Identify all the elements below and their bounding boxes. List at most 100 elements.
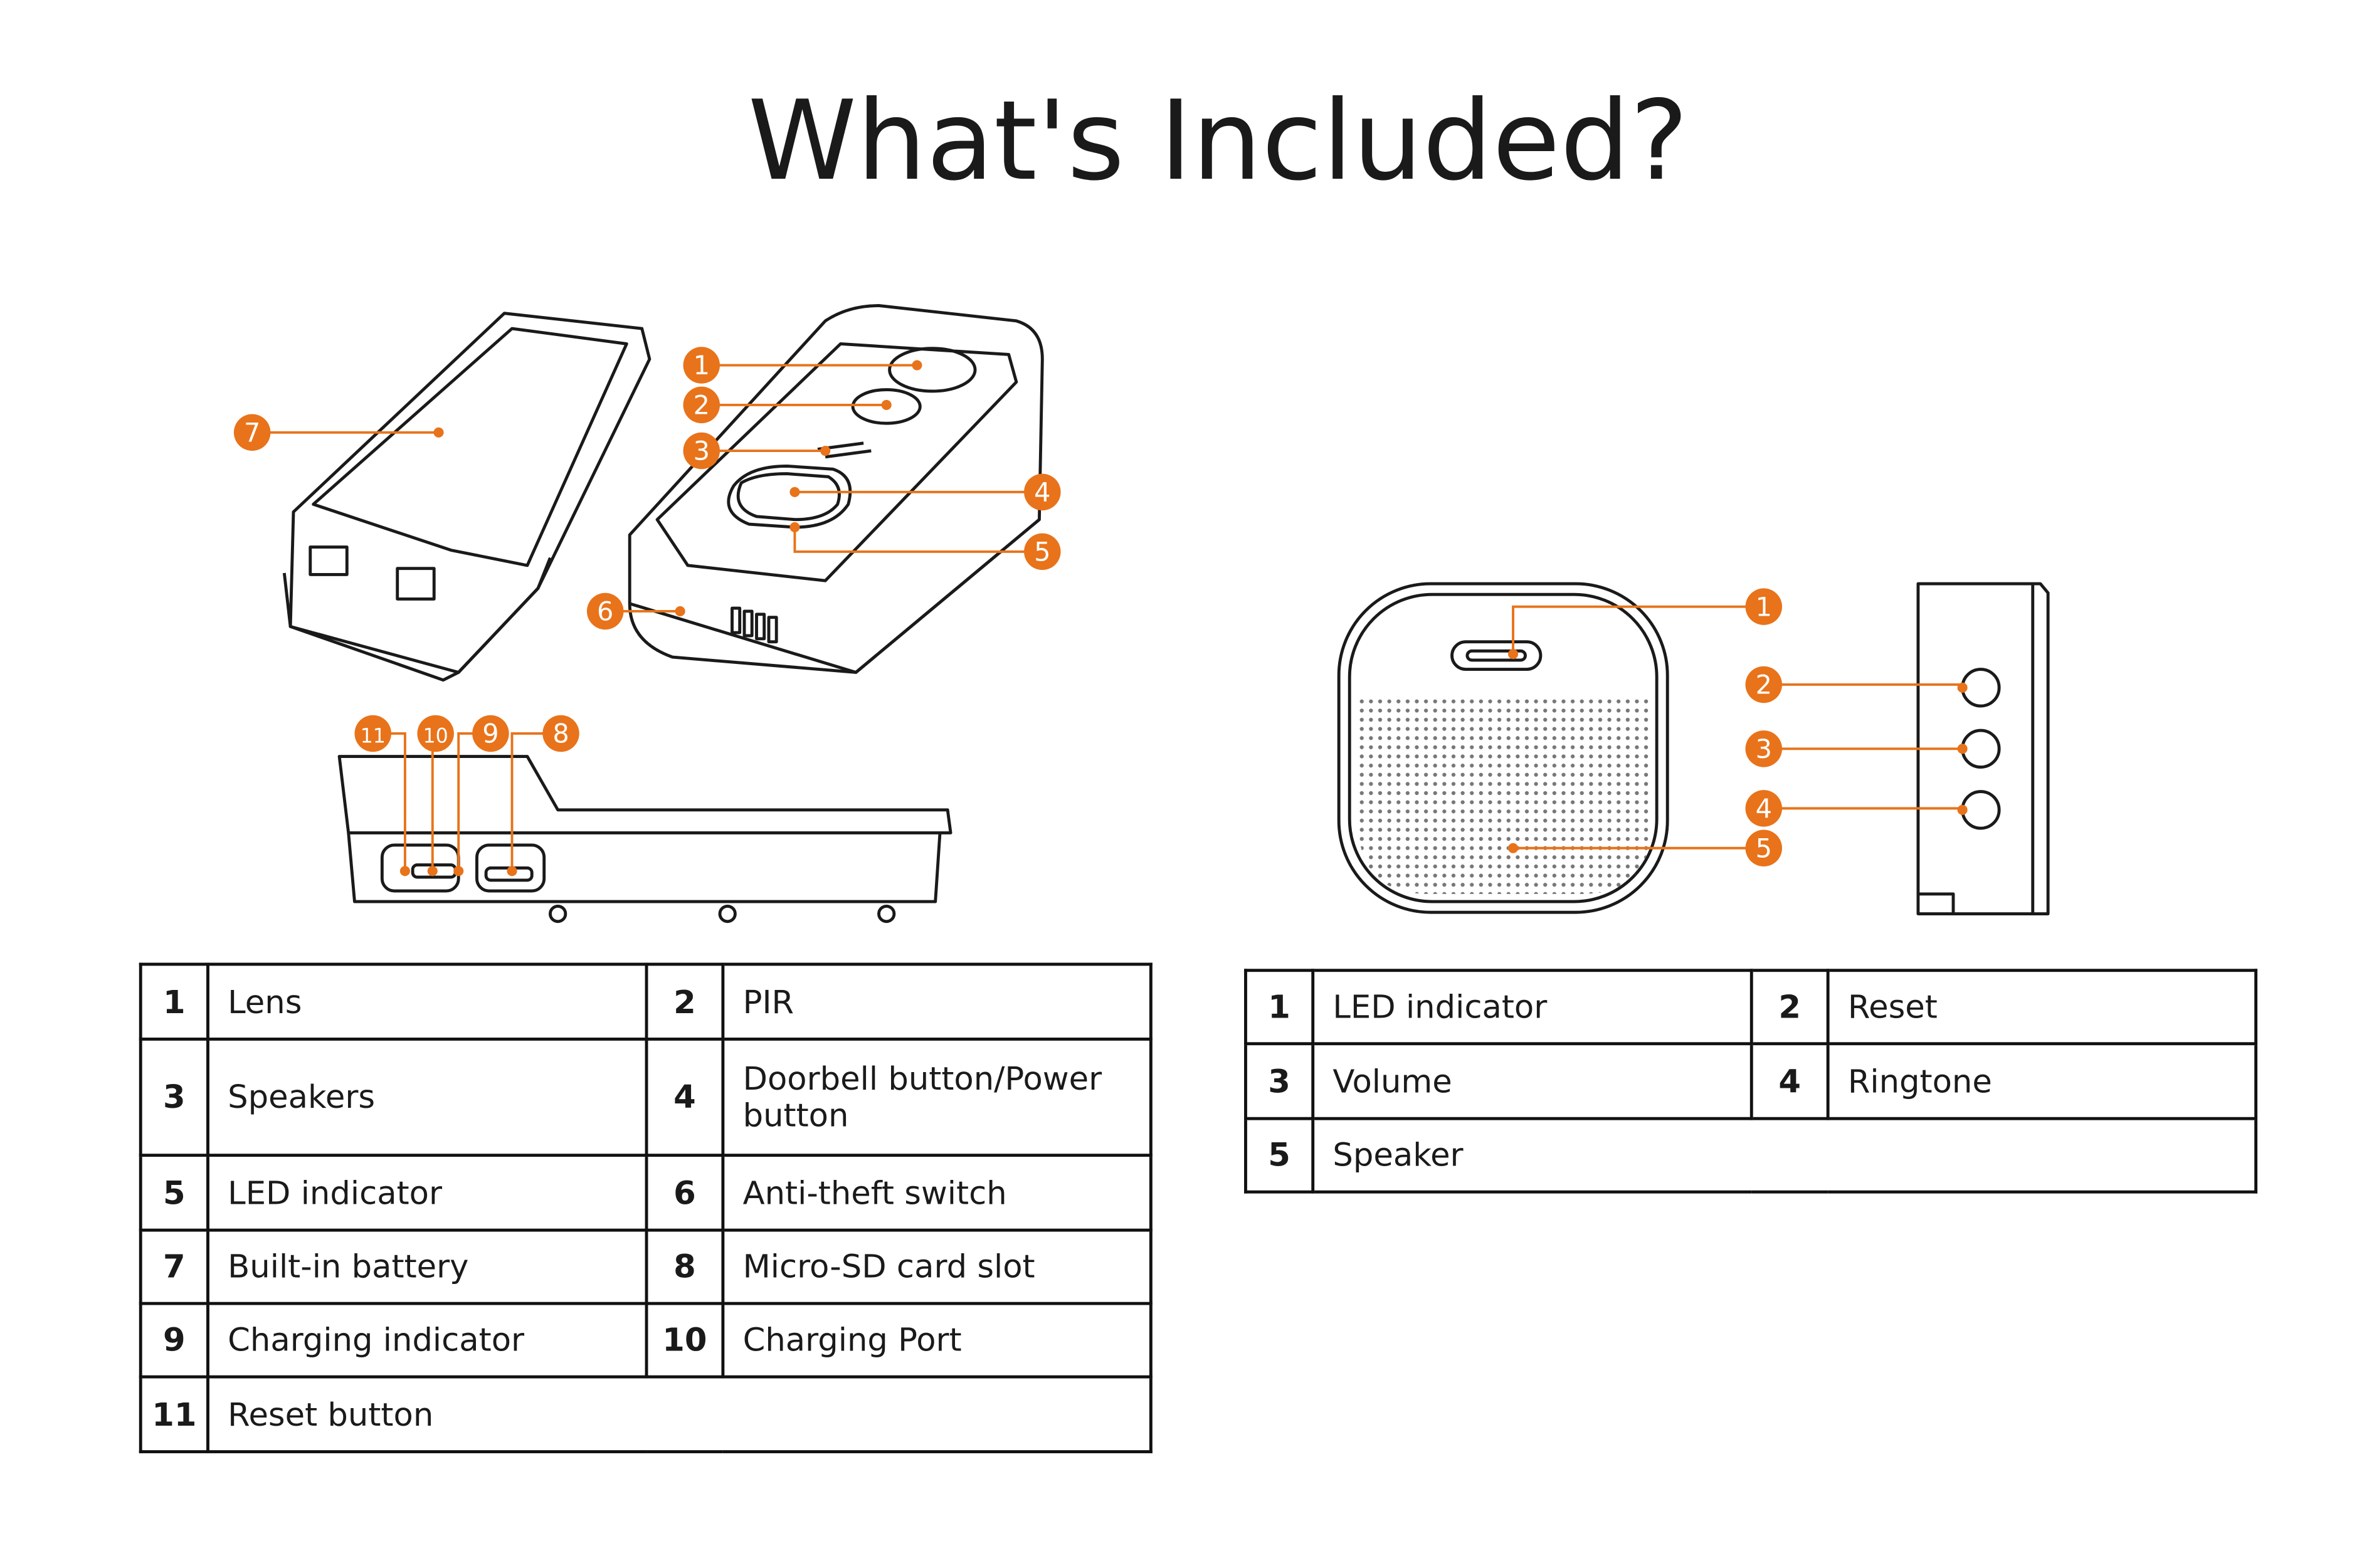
chime-front-illustration <box>1337 582 1669 914</box>
chime-callout-badge <box>1745 829 1783 867</box>
part-label: Speakers <box>206 1037 648 1157</box>
part-number: 4 <box>645 1037 725 1157</box>
part-number: 3 <box>1244 1042 1315 1120</box>
part-label: Speaker <box>1311 1117 2258 1194</box>
doorbell-leader-dot <box>789 487 800 497</box>
doorbell-leader-line <box>793 527 1043 553</box>
part-label: LED indicator <box>206 1154 648 1232</box>
chime-callout-number: 1 <box>1756 592 1772 622</box>
part-label: Volume <box>1311 1042 1753 1120</box>
chime-leader-dot <box>1507 649 1519 660</box>
doorbell-callout-badge <box>233 414 271 451</box>
doorbell-callout-badge <box>1024 533 1061 571</box>
doorbell-leader-dot <box>427 866 438 876</box>
part-number: 9 <box>139 1302 209 1379</box>
doorbell-callout-badge <box>1024 473 1061 511</box>
doorbell-leader-dot <box>433 427 444 438</box>
part-number: 3 <box>139 1037 209 1157</box>
part-number: 11 <box>139 1375 209 1453</box>
doorbell-callout-badge <box>472 715 509 752</box>
part-number: 2 <box>645 962 725 1041</box>
part-label: Doorbell button/Power button <box>721 1037 1153 1157</box>
doorbell-callout-number: 11 <box>361 725 386 748</box>
chime-leader-line <box>1763 683 1964 688</box>
part-number: 7 <box>139 1228 209 1305</box>
doorbell-callout-badge <box>683 386 720 424</box>
doorbell-front-illustration <box>628 304 1044 674</box>
doorbell-callout-number: 3 <box>694 436 710 466</box>
part-number: 1 <box>139 962 209 1041</box>
doorbell-callout-number: 6 <box>597 597 613 627</box>
chime-callout-number: 4 <box>1756 794 1772 824</box>
chime-leader-line <box>1512 605 1764 655</box>
doorbell-leader-dot <box>881 399 892 410</box>
doorbell-callout-badge <box>354 715 391 752</box>
part-label: Built-in battery <box>206 1228 648 1305</box>
doorbell-callout-badge <box>683 347 720 384</box>
doorbell-leader-line <box>431 732 436 871</box>
doorbell-leader-dot <box>820 445 831 456</box>
doorbell-callout-number: 10 <box>423 725 448 748</box>
chime-leader-line <box>1763 807 1964 810</box>
chime-callout-badge <box>1745 666 1783 703</box>
page-title: What's Included? <box>747 76 1689 205</box>
doorbell-leader-dot <box>675 606 685 617</box>
doorbell-callout-badge <box>542 715 579 752</box>
part-label: Charging Port <box>721 1302 1153 1379</box>
doorbell-leader-dot <box>399 866 410 876</box>
doorbell-leader-dot <box>453 866 464 876</box>
part-number: 5 <box>1244 1117 1315 1194</box>
chime-callout-badge <box>1745 730 1783 767</box>
doorbell-leader-line <box>457 732 491 871</box>
doorbell-leader-dot <box>912 360 922 371</box>
part-number: 8 <box>645 1228 725 1305</box>
chime-leader-dot <box>1957 804 1968 815</box>
part-number: 6 <box>645 1154 725 1232</box>
doorbell-callout-number: 7 <box>244 418 260 448</box>
chime-callout-number: 3 <box>1756 734 1772 764</box>
part-label: Reset button <box>206 1375 1153 1453</box>
part-label: LED indicator <box>1311 969 1753 1046</box>
doorbell-callout-number: 2 <box>694 391 710 421</box>
part-label: Reset <box>1826 969 2258 1046</box>
doorbell-leader-dot <box>789 522 800 532</box>
part-label: Lens <box>206 962 648 1041</box>
chime-callout-number: 2 <box>1756 670 1772 700</box>
part-label: Micro-SD card slot <box>721 1228 1153 1305</box>
chime-leader-dot <box>1957 744 1968 754</box>
doorbell-callout-number: 4 <box>1034 477 1050 507</box>
doorbell-callout-number: 5 <box>1034 537 1050 567</box>
doorbell-callout-badge <box>586 592 624 630</box>
part-number: 2 <box>1749 969 1830 1046</box>
part-number: 1 <box>1244 969 1315 1046</box>
doorbell-leader-line <box>372 732 406 871</box>
part-number: 10 <box>645 1302 725 1379</box>
part-number: 4 <box>1749 1042 1830 1120</box>
doorbell-leader-dot <box>507 866 517 876</box>
chime-callout-number: 5 <box>1756 833 1772 863</box>
part-number: 5 <box>139 1154 209 1232</box>
part-label: PIR <box>721 962 1153 1041</box>
doorbell-callout-badge <box>683 432 720 470</box>
doorbell-back-illustration <box>282 312 652 682</box>
speaker-grille <box>1358 698 1651 894</box>
chime-leader-dot <box>1507 843 1519 853</box>
part-label: Anti-theft switch <box>721 1154 1153 1232</box>
doorbell-callout-number: 1 <box>694 350 710 381</box>
part-label: Ringtone <box>1826 1042 2258 1120</box>
part-label: Charging indicator <box>206 1302 648 1379</box>
doorbell-callout-number: 8 <box>552 719 569 749</box>
